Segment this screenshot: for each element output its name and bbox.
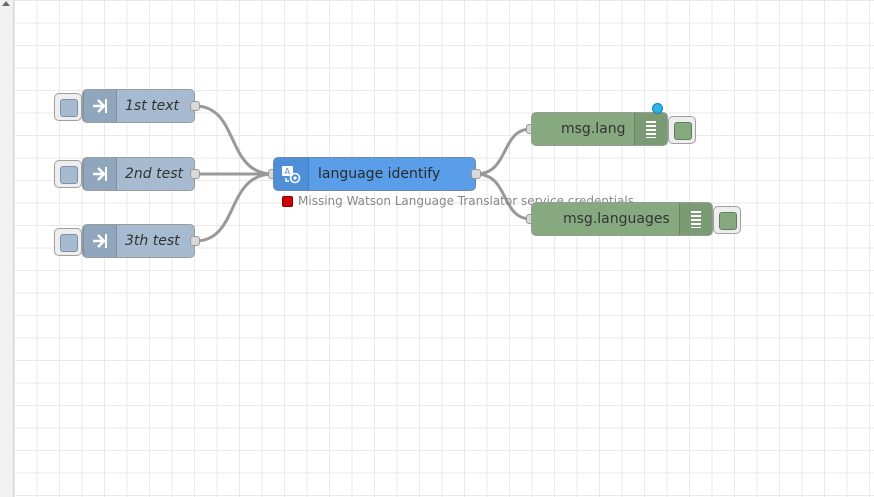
inject-button-3th-test[interactable]	[54, 228, 82, 256]
list-icon	[679, 203, 712, 235]
wire-identify-to-languages	[475, 172, 532, 221]
debug-toggle-inner[interactable]	[719, 212, 737, 230]
inject-button-inner[interactable]	[60, 166, 78, 184]
node-label: 3th test	[125, 233, 180, 249]
wire-identify-to-lang	[475, 127, 532, 176]
scroll-up-arrow-icon[interactable]	[2, 1, 10, 6]
output-port[interactable]	[471, 169, 481, 179]
debug-toggle-msg-lang[interactable]	[668, 116, 696, 144]
language-identify-node[interactable]: A language identify	[273, 157, 476, 191]
output-port[interactable]	[190, 101, 200, 111]
arrow-in-icon	[83, 90, 117, 122]
svg-text:A: A	[285, 167, 291, 176]
arrow-in-icon	[83, 158, 117, 190]
arrow-in-icon	[83, 225, 117, 257]
inject-button-2nd-test[interactable]	[54, 160, 82, 188]
translate-icon: A	[274, 158, 309, 190]
debug-toggle-inner[interactable]	[674, 122, 692, 140]
output-port[interactable]	[190, 236, 200, 246]
changed-indicator	[652, 103, 663, 114]
inject-button-inner[interactable]	[60, 234, 78, 252]
inject-node-1st-text[interactable]: 1st text	[82, 89, 195, 123]
node-label: 1st text	[125, 98, 180, 114]
inject-button-inner[interactable]	[60, 99, 78, 117]
inject-node-3th-test[interactable]: 3th test	[82, 224, 195, 258]
wire-1st-to-identify	[194, 104, 274, 176]
debug-toggle-msg-languages[interactable]	[713, 206, 741, 234]
node-label: msg.languages	[563, 211, 670, 227]
inject-node-2nd-test[interactable]: 2nd test	[82, 157, 195, 191]
inject-button-1st-text[interactable]	[54, 93, 82, 121]
error-status-icon	[282, 195, 293, 207]
list-icon	[634, 113, 667, 145]
wire-3th-to-identify	[194, 172, 274, 243]
node-label: language identify	[318, 166, 441, 182]
vertical-scrollbar[interactable]	[0, 0, 14, 497]
output-port[interactable]	[190, 169, 200, 179]
debug-node-msg-languages[interactable]: msg.languages	[531, 202, 713, 236]
node-label: 2nd test	[125, 166, 184, 182]
node-label: msg.lang	[561, 121, 626, 137]
debug-node-msg-lang[interactable]: msg.lang	[531, 112, 668, 146]
flow-workspace[interactable]	[14, 0, 874, 497]
